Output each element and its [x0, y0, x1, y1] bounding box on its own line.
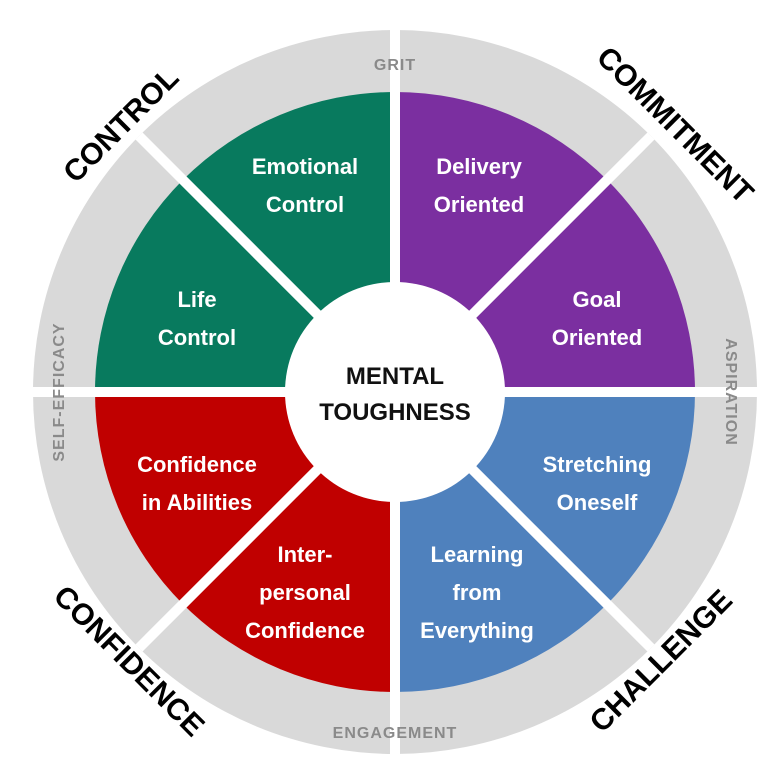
learning-line1: Learning	[431, 542, 524, 567]
stretching-oneself-line2: Oneself	[557, 490, 638, 515]
center-circle	[285, 282, 505, 502]
life-control-line1: Life	[177, 287, 216, 312]
interpersonal-line1: Inter-	[278, 542, 333, 567]
interpersonal-line3: Confidence	[245, 618, 365, 643]
interpersonal-line2: personal	[259, 580, 351, 605]
center-title-line2: TOUGHNESS	[319, 399, 471, 426]
delivery-oriented-line1: Delivery	[436, 154, 522, 179]
confidence-abilities-line2: in Abilities	[142, 490, 252, 515]
learning-line3: Everything	[420, 618, 534, 643]
ring-label-engagement: ENGAGEMENT	[333, 725, 458, 742]
life-control-line2: Control	[158, 325, 236, 350]
emotional-control-line1: Emotional	[252, 154, 358, 179]
stretching-oneself-line1: Stretching	[543, 452, 652, 477]
center-title-line1: MENTAL	[346, 363, 444, 390]
ring-label-aspiration: ASPIRATION	[722, 338, 739, 445]
emotional-control-line2: Control	[266, 192, 344, 217]
delivery-oriented-line2: Oriented	[434, 192, 524, 217]
goal-oriented-line1: Goal	[573, 287, 622, 312]
ring-label-self-efficacy: SELF-EFFICACY	[51, 322, 68, 461]
ring-label-grit: GRIT	[374, 57, 416, 74]
confidence-abilities-line1: Confidence	[137, 452, 257, 477]
learning-line2: from	[453, 580, 502, 605]
goal-oriented-line2: Oriented	[552, 325, 642, 350]
